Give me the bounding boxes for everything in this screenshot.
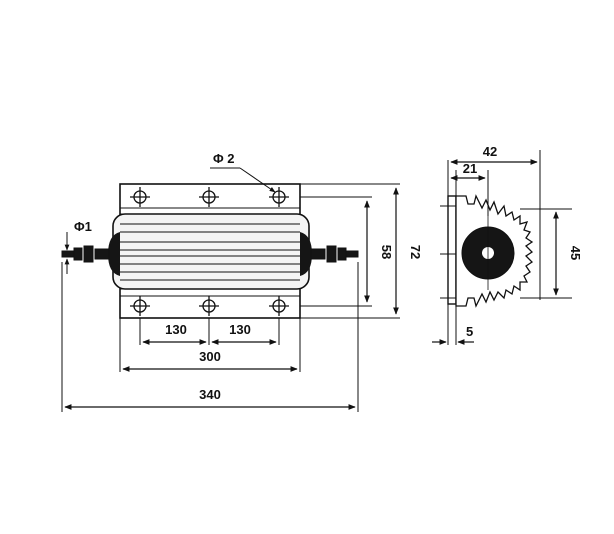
aluminium-housing: [112, 213, 310, 290]
dim-72-label: 72: [408, 245, 423, 259]
left-end-cap: [108, 232, 120, 276]
mounting-holes-top: [130, 187, 289, 207]
dim-45-label: 45: [568, 246, 583, 260]
dimension-300: 300: [122, 349, 298, 372]
dimension-340: 340: [64, 387, 356, 410]
dim-58-label: 58: [379, 245, 394, 259]
dim-130-right-label: 130: [229, 322, 251, 337]
dim-5-label: 5: [466, 324, 473, 339]
dimension-5: 5: [432, 324, 474, 345]
side-view: 42 21 45 5: [432, 144, 583, 345]
phi2-label: Φ 2: [213, 151, 235, 166]
mounting-holes-bottom: [130, 296, 289, 316]
phi1-label: Φ1: [74, 219, 92, 234]
right-end-cap: [300, 232, 312, 276]
dimension-130-130: 130 130: [142, 322, 277, 345]
dim-42-label: 42: [483, 144, 497, 159]
left-terminal: [61, 245, 110, 263]
dimension-58: 58: [364, 200, 394, 303]
dimension-72: 72: [393, 187, 423, 315]
phi2-callout: Φ 2: [210, 151, 276, 193]
right-terminal: [310, 245, 359, 263]
dimension-21: 21: [450, 161, 486, 181]
side-flange: [447, 195, 457, 305]
dim-340-label: 340: [199, 387, 221, 402]
extension-lines: [61, 183, 400, 412]
dim-300-label: 300: [199, 349, 221, 364]
side-extension-lines: [447, 150, 572, 345]
dimension-45: 45: [553, 211, 583, 296]
phi1-callout: Φ1: [64, 219, 92, 274]
dim-21-label: 21: [463, 161, 477, 176]
dimension-42: 42: [450, 144, 538, 165]
heat-sink-fins: [120, 207, 300, 297]
front-view: Φ1 Φ 2 58 72: [61, 151, 423, 412]
dim-130-left-label: 130: [165, 322, 187, 337]
